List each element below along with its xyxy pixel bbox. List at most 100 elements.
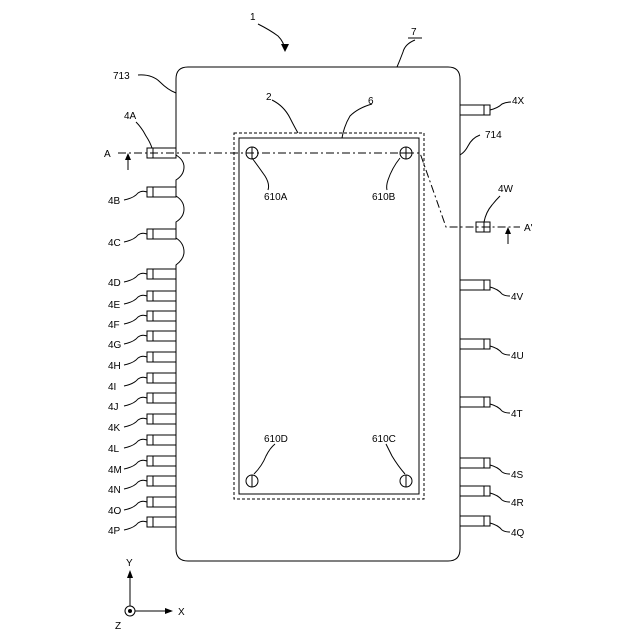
left-terminal-group xyxy=(124,122,176,530)
terminal-4n xyxy=(124,476,176,489)
leader-714 xyxy=(460,135,480,155)
label-terminal-4m: 4M xyxy=(108,465,122,476)
leader-4h xyxy=(124,356,147,365)
label-terminal-4j: 4J xyxy=(108,402,119,413)
leader-4w xyxy=(484,196,500,222)
terminal-4x xyxy=(460,102,511,115)
terminal-4q xyxy=(460,516,510,532)
leader-610a xyxy=(252,158,269,190)
terminal-4e xyxy=(124,291,176,304)
leader-4l xyxy=(124,439,147,448)
section-arrow-a xyxy=(125,153,131,170)
leader-713 xyxy=(138,75,176,93)
label-terminal-4b: 4B xyxy=(108,196,121,207)
label-assembly: 1 xyxy=(250,12,256,23)
label-terminal-4g: 4G xyxy=(108,340,122,351)
terminal-4r xyxy=(460,486,510,502)
label-hole-610d: 610D xyxy=(264,434,288,445)
leader-4o xyxy=(124,501,147,510)
axis-y-label: Y xyxy=(126,558,133,569)
leader-4c xyxy=(124,233,147,242)
terminal-4l xyxy=(124,435,176,448)
leader-4j xyxy=(124,397,147,406)
terminal-4i xyxy=(124,373,176,386)
leader-4r xyxy=(490,493,510,502)
left-terminal-labels: 4A4B4C4D4E4F4G4H4I4J4K4L4M4N4O4P xyxy=(108,111,137,537)
hole-610c xyxy=(400,475,412,487)
terminal-4s xyxy=(460,458,510,474)
label-714: 714 xyxy=(485,130,502,141)
terminal-4d xyxy=(124,269,176,282)
label-terminal-4c: 4C xyxy=(108,238,121,249)
leader-housing xyxy=(397,40,415,67)
label-terminal-4t: 4T xyxy=(511,409,523,420)
label-terminal-4d: 4D xyxy=(108,278,121,289)
terminal-4b xyxy=(124,187,176,200)
leader-4x xyxy=(490,102,511,110)
leader-4a xyxy=(136,122,152,148)
label-terminal-4h: 4H xyxy=(108,361,121,372)
hole-610d xyxy=(246,475,258,487)
leader-4p xyxy=(124,521,147,530)
label-hole-610b: 610B xyxy=(372,192,396,203)
terminal-4j xyxy=(124,393,176,406)
leader-4s xyxy=(490,465,510,474)
terminal-4f xyxy=(124,311,176,324)
label-terminal-4s: 4S xyxy=(511,470,524,481)
label-terminal-4o: 4O xyxy=(108,506,122,517)
leader-4n xyxy=(124,480,147,489)
axis-z-label: Z xyxy=(115,621,121,632)
label-hole-610c: 610C xyxy=(372,434,396,445)
leader-4e xyxy=(124,295,147,304)
arrow-assembly xyxy=(281,44,289,52)
leader-610b xyxy=(387,158,400,190)
label-section-a-prime: A' xyxy=(524,223,533,234)
right-terminal-group xyxy=(460,102,511,532)
leader-4v xyxy=(490,287,510,296)
label-terminal-4f: 4F xyxy=(108,320,120,331)
label-terminal-4x: 4X xyxy=(512,96,525,107)
leader-4m xyxy=(124,460,147,469)
label-terminal-4e: 4E xyxy=(108,300,121,311)
terminal-4o xyxy=(124,497,176,510)
terminal-4k xyxy=(124,414,176,427)
terminal-4g xyxy=(124,331,176,344)
leader-assembly xyxy=(258,24,285,50)
coordinate-axes: Y X Z xyxy=(115,558,185,632)
leader-4q xyxy=(490,523,510,532)
label-713: 713 xyxy=(113,71,130,82)
label-hole-610a: 610A xyxy=(264,192,288,203)
terminal-4u xyxy=(460,339,510,355)
label-terminal-4v: 4V xyxy=(511,292,524,303)
terminal-4p xyxy=(124,517,176,530)
leader-610d xyxy=(254,444,275,474)
label-terminal-4k: 4K xyxy=(108,423,121,434)
leader-4t xyxy=(490,404,510,413)
label-section-a: A xyxy=(104,149,111,160)
terminal-4t xyxy=(460,397,510,413)
label-terminal-4q: 4Q xyxy=(511,528,525,539)
leader-4d xyxy=(124,273,147,282)
leader-4f xyxy=(124,315,147,324)
leader-4g xyxy=(124,335,147,344)
label-terminal-4p: 4P xyxy=(108,526,121,537)
terminal-4c xyxy=(124,229,176,242)
terminal-4v xyxy=(460,280,510,296)
label-terminal-4r: 4R xyxy=(511,498,524,509)
housing-body xyxy=(176,67,460,561)
leader-4i xyxy=(124,377,147,386)
terminal-4h xyxy=(124,352,176,365)
leader-substrate xyxy=(272,100,298,133)
label-housing: 7 xyxy=(411,27,417,38)
label-terminal-4n: 4N xyxy=(108,485,121,496)
label-sealing: 6 xyxy=(368,96,374,107)
label-terminal-4a: 4A xyxy=(124,111,137,122)
terminal-4m xyxy=(124,456,176,469)
leader-610c xyxy=(386,444,405,474)
label-terminal-4w: 4W xyxy=(498,184,514,195)
label-terminal-4u: 4U xyxy=(511,351,524,362)
label-substrate: 2 xyxy=(266,92,272,103)
section-arrow-a-prime xyxy=(505,227,511,244)
label-terminal-4i: 4I xyxy=(108,382,116,393)
